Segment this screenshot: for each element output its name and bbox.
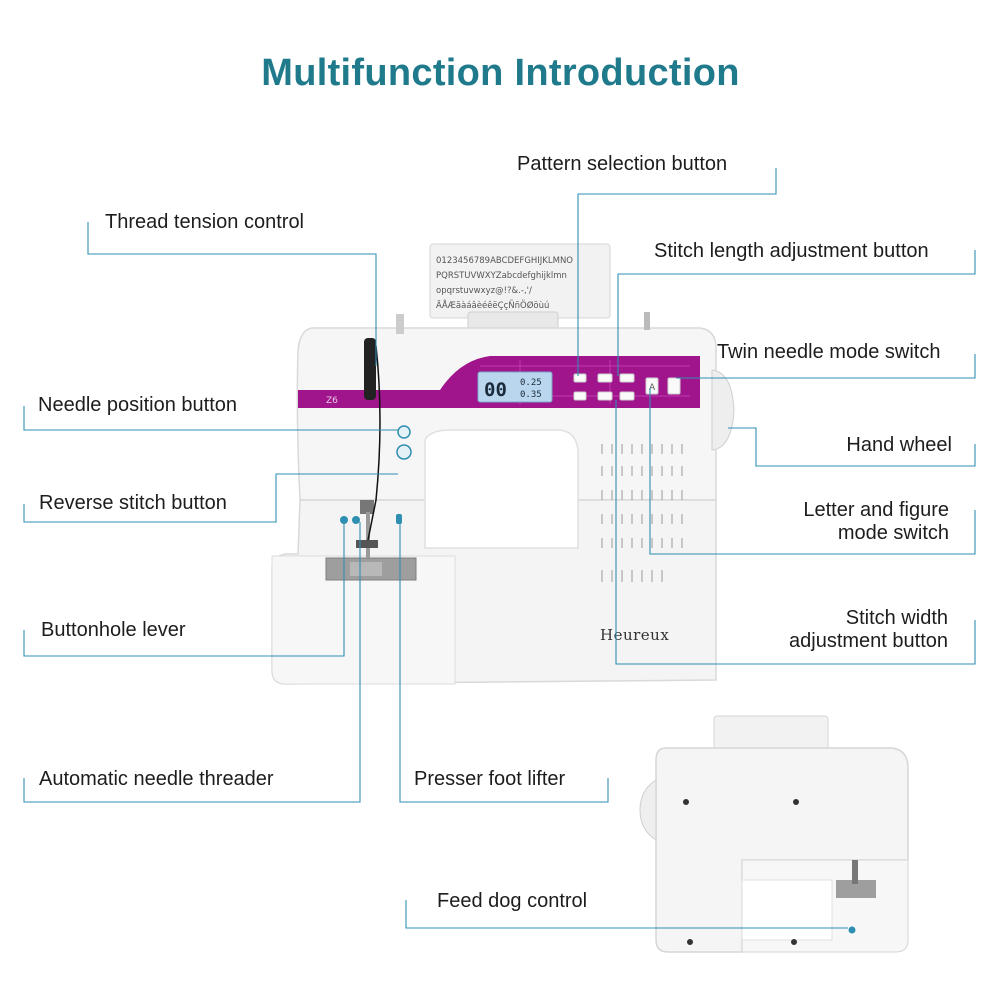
brand-logo: Heureux [600,626,669,644]
label-twin-needle: Twin needle mode switch [717,341,941,363]
lcd-width-value: 0.35 [520,390,542,400]
label-presser-foot: Presser foot lifter [414,768,566,790]
chart-row-4: ÄÅÆãàáâèéêëÇçÑñÖØöùú [436,299,549,311]
chart-row-2: PQRSTUVWXYZabcdefghijklmn [436,271,567,281]
label-letter-figure-line2: mode switch [837,522,949,544]
page-title: Multifunction Introduction [261,52,740,94]
lcd-length-value: 0.25 [520,378,542,388]
feed-dog-knob [848,926,856,934]
chart-row-1: 0123456789ABCDEFGHIJKLMNO [436,256,573,266]
label-letter-figure-line1: Letter and figure [803,499,949,521]
label-pattern-selection: Pattern selection button [517,153,728,175]
panel-buttons [573,373,681,401]
needle-position-knob [397,425,411,439]
label-needle-position: Needle position button [38,394,238,416]
label-stitch-length: Stitch length adjustment button [654,240,929,262]
label-buttonhole-lever: Buttonhole lever [41,619,186,641]
main-sewing-machine: 0123456789ABCDEFGHIJKLMNO PQRSTUVWXYZabc… [271,243,735,685]
svg-text:A: A [649,383,656,393]
reverse-stitch-knob [396,444,412,460]
label-feed-dog: Feed dog control [437,890,588,912]
label-thread-tension: Thread tension control [105,211,305,233]
leader-lines [23,168,976,929]
chart-row-3: opqrstuvwxyz@!?&.-,'/ [436,286,532,296]
hand-wheel [711,369,735,451]
side-hand-wheel [639,779,657,841]
stitch-reference-panel [601,444,683,582]
label-auto-threader: Automatic needle threader [39,768,274,790]
label-stitch-width-line2: adjustment button [789,630,948,652]
label-stitch-width-line1: Stitch width [845,607,948,629]
model-label: Z6 [326,396,338,406]
lcd-pattern-number: 00 [484,379,507,401]
thread-tension-dial [364,338,376,400]
side-view-sewing-machine [639,715,909,953]
label-reverse-stitch: Reverse stitch button [39,492,227,514]
label-hand-wheel: Hand wheel [846,434,952,456]
lcd-screen [477,371,553,403]
